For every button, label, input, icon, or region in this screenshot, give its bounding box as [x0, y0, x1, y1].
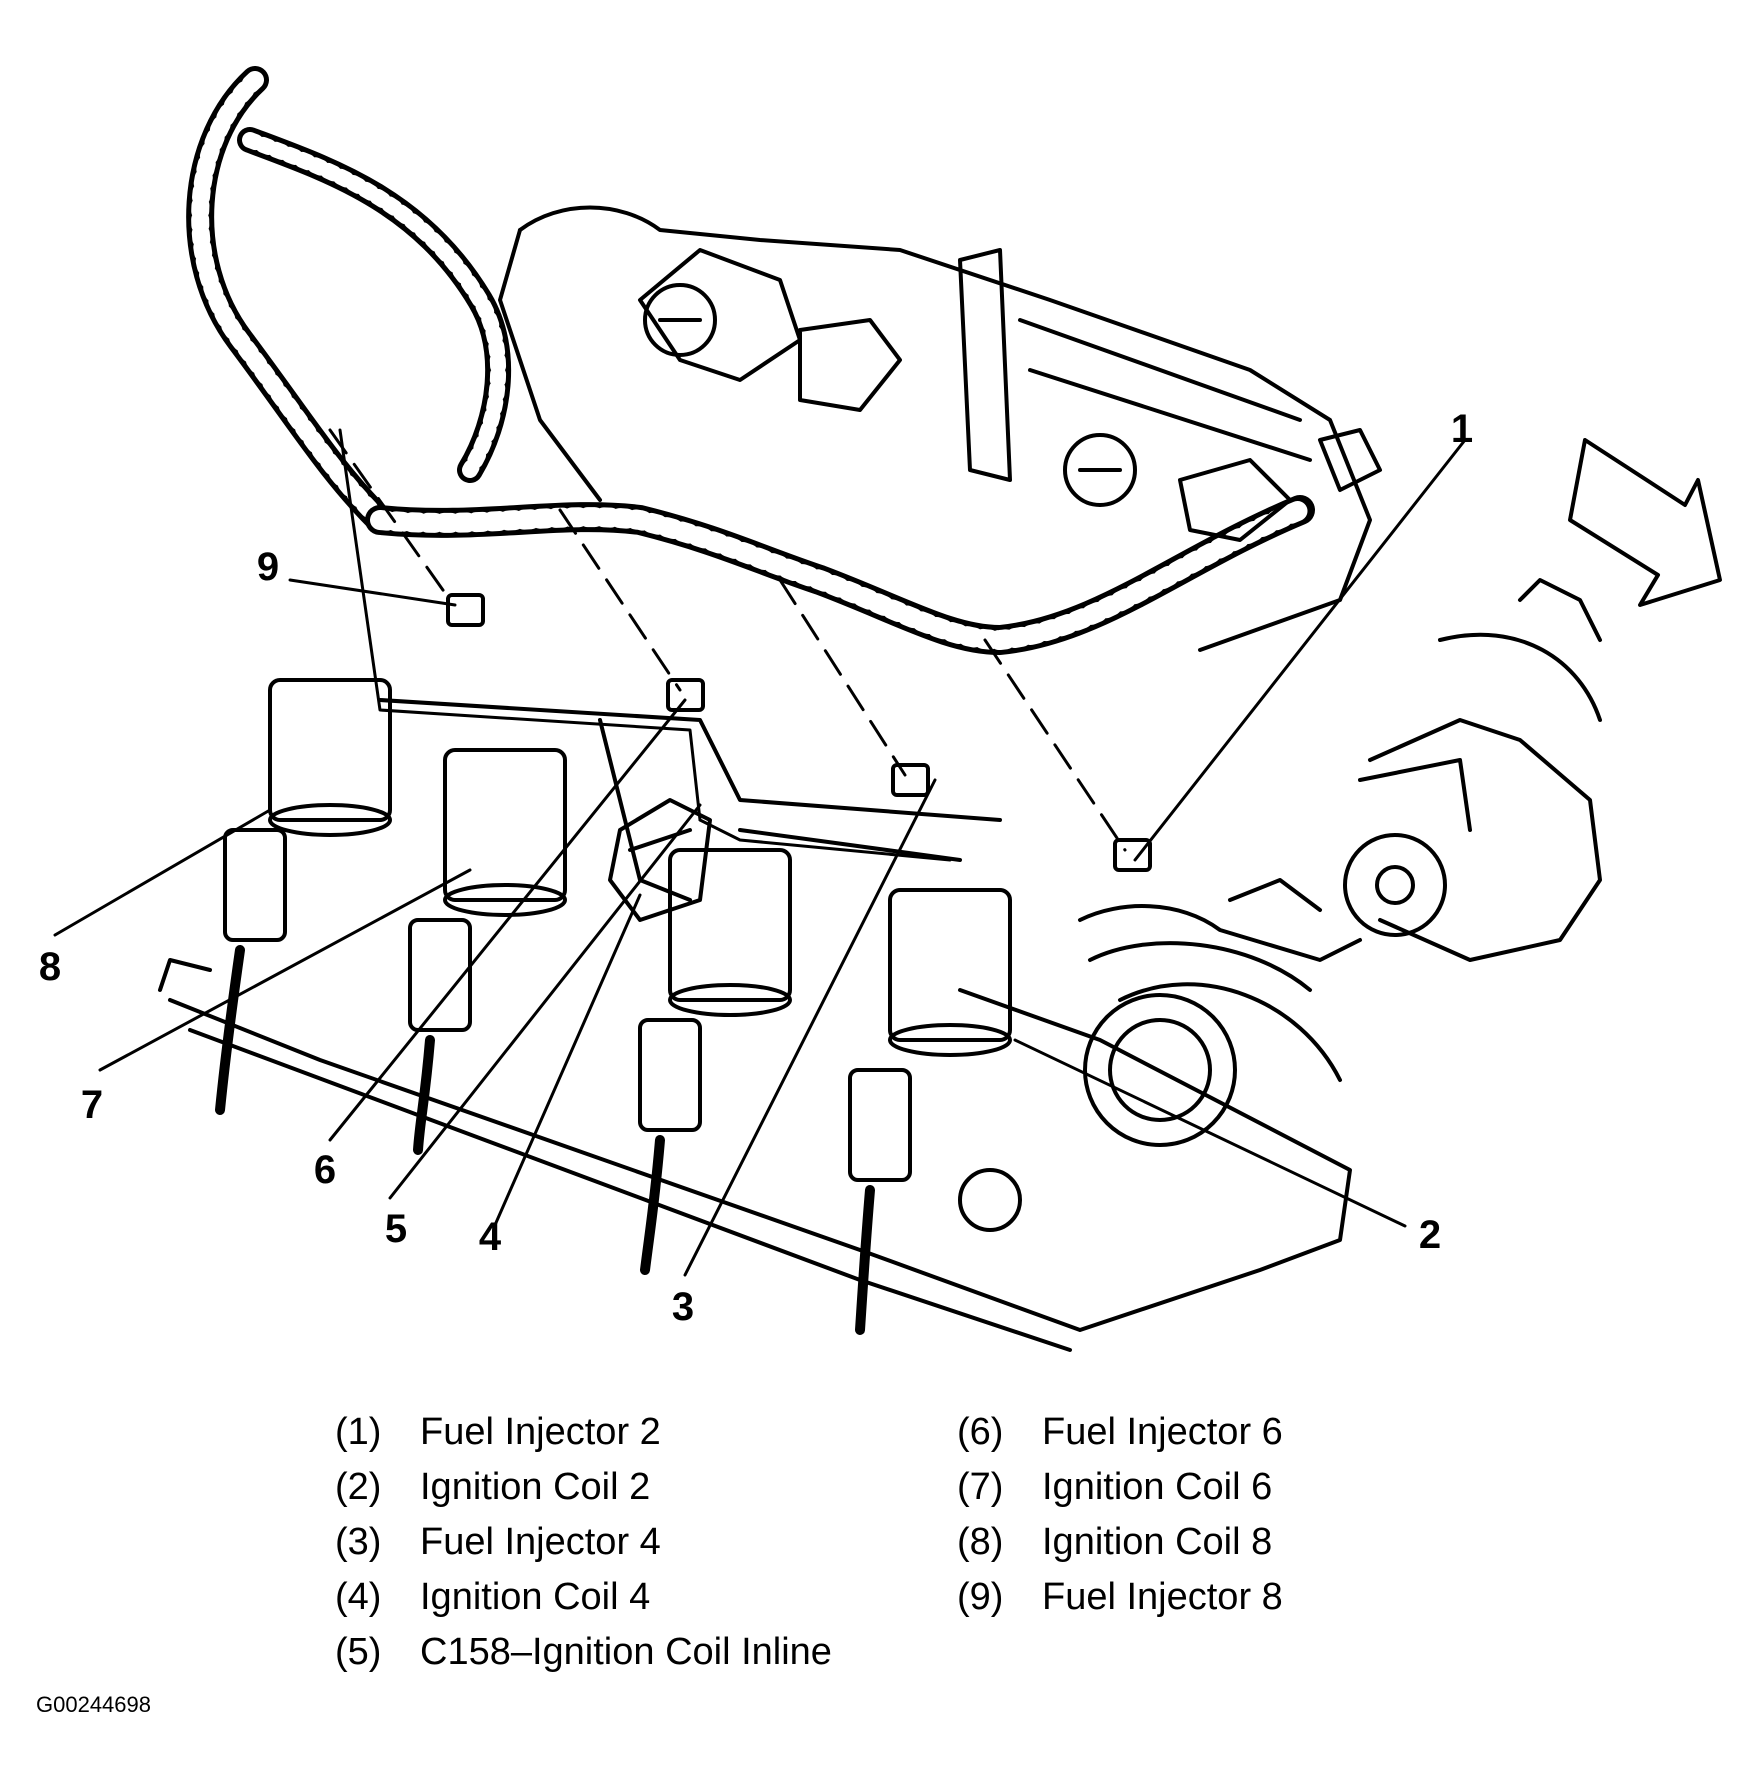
legend-number: (6): [957, 1411, 1004, 1453]
legend-label: Ignition Coil 8: [1042, 1521, 1273, 1563]
leader-lines: [53, 438, 1467, 1277]
legend-item: (9) Fuel Injector 8: [957, 1570, 1283, 1625]
legend-item: (6) Fuel Injector 6: [957, 1405, 1283, 1460]
legend-label: Ignition Coil 6: [1042, 1466, 1273, 1508]
legend-number: (5): [335, 1631, 382, 1673]
legend-label: Fuel Injector 8: [1042, 1576, 1283, 1618]
legend-label: Fuel Injector 6: [1042, 1411, 1283, 1453]
callout-8: 8: [39, 945, 61, 989]
legend-item: (5) C158–Ignition Coil Inline: [335, 1625, 832, 1680]
legend-label: Fuel Injector 2: [420, 1411, 661, 1453]
direction-arrow: [1568, 438, 1722, 607]
alternator: [1343, 578, 1602, 962]
ignition-coil-6: [408, 748, 567, 1155]
ignition-coil-4: [638, 848, 792, 1275]
legend-item: (4) Ignition Coil 4: [335, 1570, 832, 1625]
callout-1: 1: [1451, 407, 1473, 451]
figure-id: G00244698: [36, 1692, 151, 1717]
engine-diagram: 1 2 3 4 5 6 7 8 9: [39, 66, 1722, 1352]
ignition-coil-2: [848, 888, 1012, 1335]
callout-2: 2: [1419, 1213, 1441, 1257]
legend-item: (2) Ignition Coil 2: [335, 1460, 832, 1515]
legend-number: (7): [957, 1466, 1004, 1508]
callout-7: 7: [81, 1083, 103, 1127]
legend-number: (4): [335, 1576, 382, 1618]
legend-number: (8): [957, 1521, 1004, 1563]
wiring-harness: [186, 66, 1315, 655]
outline-lines: [338, 428, 952, 862]
cylinder-head: [158, 878, 1362, 1352]
callout-9: 9: [257, 545, 279, 589]
injector-connectors: [446, 593, 1152, 872]
legend-number: (9): [957, 1576, 1004, 1618]
guide-lines: [328, 428, 1127, 852]
legend-left-column: (1) Fuel Injector 2 (2) Ignition Coil 2 (3…: [335, 1405, 832, 1680]
legend-number: (3): [335, 1521, 382, 1563]
legend-label: Fuel Injector 4: [420, 1521, 661, 1563]
c158-connector: [608, 798, 712, 922]
legend-item: (3) Fuel Injector 4: [335, 1515, 832, 1570]
legend-right-column: (6) Fuel Injector 6 (7) Ignition Coil 6 (8…: [957, 1405, 1283, 1625]
legend-number: (2): [335, 1466, 382, 1508]
legend-label: Ignition Coil 2: [420, 1466, 651, 1508]
legend-item: (7) Ignition Coil 6: [957, 1460, 1283, 1515]
legend-item: (1) Fuel Injector 2: [335, 1405, 832, 1460]
intake-manifold: [498, 205, 1382, 652]
callout-6: 6: [314, 1148, 336, 1192]
legend-number: (1): [335, 1411, 382, 1453]
ignition-coil-8: [215, 678, 392, 1115]
callout-3: 3: [672, 1285, 694, 1329]
legend-label: C158–Ignition Coil Inline: [420, 1631, 832, 1673]
callout-4: 4: [479, 1215, 502, 1259]
legend-item: (8) Ignition Coil 8: [957, 1515, 1283, 1570]
callout-5: 5: [385, 1207, 407, 1251]
legend-label: Ignition Coil 4: [420, 1576, 651, 1618]
